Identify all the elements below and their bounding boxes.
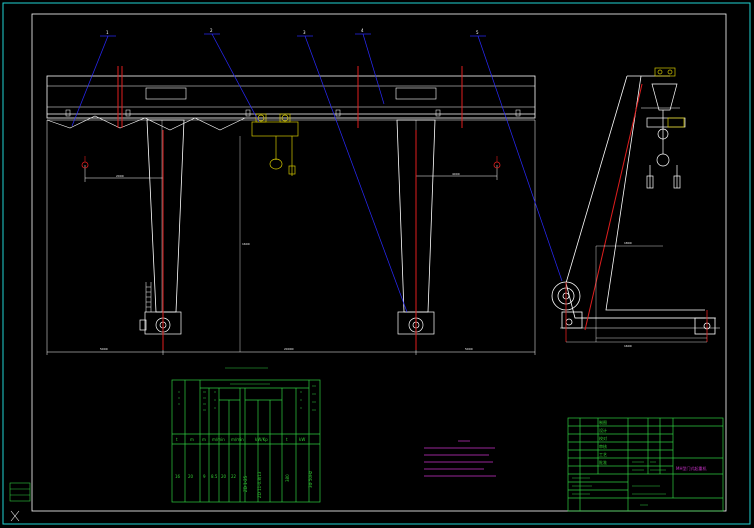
balloon-1: 1 (106, 30, 109, 35)
front-elevation-view: 5000 20000 5000 2000 4000 1600 (46, 28, 563, 355)
dim-label-hook-right: 4000 (452, 172, 460, 176)
param-unit-weight: t (286, 437, 288, 442)
param-unit-lift: m (202, 437, 206, 442)
side-centerline (584, 83, 643, 331)
param-value-motor-b: ZD 11-0.8/13 (257, 471, 262, 498)
dim-label-side-2: 1600 (624, 344, 632, 348)
electric-hoist (251, 113, 299, 176)
param-unit-speed-b: m/min (231, 437, 244, 442)
param-value-supply: 3Φ 50Hz (308, 471, 313, 488)
param-unit-span: m (190, 437, 194, 442)
dim-label-left-cantilever: 5000 (100, 347, 108, 351)
title-row-3: 校对 (599, 435, 607, 441)
hoist-side-view (646, 83, 686, 189)
side-dimensions (566, 245, 707, 343)
dim-label-height: 1600 (242, 242, 250, 246)
balloon-4: 4 (361, 28, 364, 33)
side-elevation-view: 1800 1600 (551, 67, 720, 348)
balloon-3: 3 (303, 30, 306, 35)
left-wheel-assembly (139, 311, 182, 335)
balloon-5: 5 (476, 30, 479, 35)
hoist-trolley-wheels (654, 67, 685, 128)
left-leg (146, 119, 185, 313)
title-row-4: 审核 (599, 443, 607, 449)
sheet-inner-border (31, 13, 727, 512)
side-wheel-assembly (551, 281, 716, 335)
param-value-motor-a: ZD 1-25 (243, 475, 248, 492)
title-row-5: 工艺 (599, 452, 607, 457)
title-block (567, 417, 724, 512)
param-value-capacity: 16 (175, 474, 181, 479)
param-value-voltage: 380 (285, 474, 290, 482)
balloon-2: 2 (210, 28, 213, 33)
margin-stamp (9, 482, 31, 502)
title-row-2: 设计 (599, 427, 607, 433)
title-row-6: 批准 (599, 459, 607, 465)
param-value-lift: 9 (203, 474, 206, 479)
parameter-table-text: t m m m/min m/min kW/Kp t kW 16 20 9 8.5… (175, 367, 316, 498)
param-value-speed-c: 22 (231, 474, 237, 479)
param-value-speed-b: 20 (221, 474, 227, 479)
param-unit-speed-a: m/min (212, 437, 225, 442)
title-block-text: 制图 设计 校对 审核 工艺 批准 MH型门式起重机 (572, 419, 706, 506)
param-value-span: 20 (188, 474, 194, 479)
corner-mark-icon (10, 510, 20, 522)
girder-stiffener (46, 115, 246, 131)
param-unit-total: kW (299, 437, 305, 442)
title-row-1: 制图 (599, 419, 607, 425)
dim-label-span: 20000 (284, 347, 294, 351)
dim-label-side-1: 1800 (624, 241, 632, 245)
dim-label-hook-left: 2000 (116, 174, 124, 178)
center-lines (117, 66, 463, 350)
param-unit-capacity: t (176, 437, 178, 442)
param-unit-power: kW/Kp (255, 437, 268, 442)
span-dimension (46, 120, 536, 355)
drawing-title: MH型门式起重机 (676, 465, 706, 471)
main-girder (46, 75, 536, 119)
technical-notes (424, 440, 496, 477)
parameter-table (171, 379, 321, 503)
ladder (145, 282, 152, 312)
hook-limit-lines (84, 165, 498, 182)
dim-label-right-cantilever: 5000 (465, 347, 473, 351)
param-value-speed-a: 8.5 (211, 474, 218, 479)
leader-lines (71, 33, 563, 313)
